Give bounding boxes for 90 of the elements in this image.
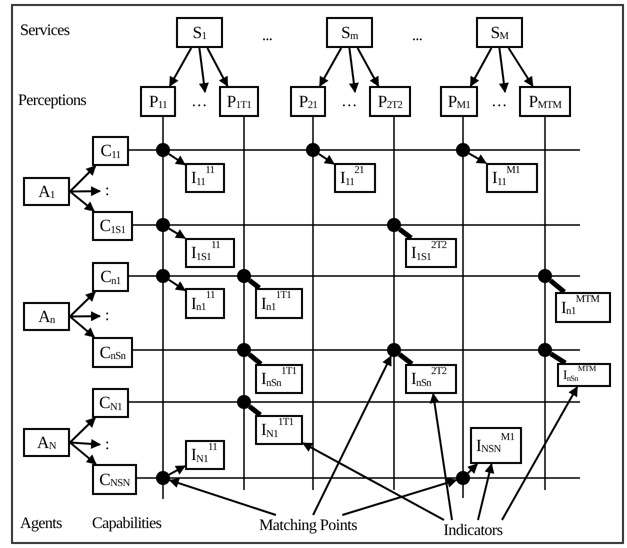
grid-line	[243, 117, 245, 490]
grid-line	[137, 477, 580, 479]
arrow	[508, 47, 534, 87]
arrow	[312, 355, 392, 516]
arrow	[69, 417, 96, 444]
capability-box: C$_{NSN}$	[92, 464, 137, 495]
matching-point-dot	[156, 471, 170, 485]
matching-point-dot	[306, 143, 320, 157]
perception-box: P$_{21}$	[290, 86, 326, 117]
arrow	[468, 152, 487, 164]
perception-box: P$_{M1}$	[440, 86, 478, 117]
arrow	[70, 186, 101, 196]
perception-box: P$_{11}$	[140, 86, 176, 117]
matching-point-dot	[156, 269, 170, 283]
matching-point-dot	[538, 343, 552, 357]
arrow	[206, 48, 228, 87]
capability-box: C$_{11}$	[92, 136, 129, 166]
agent-box: A$_{N}$	[23, 428, 70, 457]
perception-box: P$_{1T1}$	[219, 86, 259, 117]
agent-box: A$_{n}$	[23, 302, 70, 331]
arrow	[168, 278, 186, 292]
capability-box: C$_{1S1}$	[92, 211, 133, 241]
grid-line	[129, 149, 580, 151]
callout-text: Matching Points	[246, 515, 370, 536]
service-box: S$_{m}$	[326, 17, 373, 48]
grid-line	[133, 349, 580, 351]
service-box: S$_{M}$	[476, 17, 523, 48]
arrow	[70, 438, 101, 449]
arrow	[168, 228, 186, 239]
capability-box: C$_{nSn}$	[92, 337, 133, 368]
arrow	[69, 165, 96, 192]
arrow	[356, 48, 380, 87]
arrow	[168, 48, 192, 87]
arrow	[318, 153, 335, 165]
matching-point-dot	[156, 218, 170, 232]
arrow	[348, 48, 359, 93]
arrow	[430, 393, 453, 520]
arrow	[498, 48, 509, 93]
grid-line	[462, 117, 464, 498]
arrow	[198, 48, 209, 93]
arrow	[501, 386, 578, 520]
grid-line	[133, 224, 580, 226]
service-box: S$_{1}$	[176, 17, 223, 48]
perception-box: P$_{MTM}$	[519, 86, 571, 117]
arrow	[69, 442, 97, 465]
ellipsis-text: ...	[412, 27, 422, 45]
arrow	[302, 442, 444, 521]
grid-line	[393, 117, 395, 490]
arrow	[318, 48, 342, 87]
grid-line	[312, 117, 314, 490]
column-heading: Agents	[20, 515, 62, 533]
grid-line	[129, 401, 580, 403]
row-heading: Perceptions	[18, 92, 86, 110]
column-heading: Capabilities	[92, 515, 162, 533]
matching-point-dot	[237, 269, 251, 283]
agent-box: A$_{1}$	[23, 177, 70, 206]
arrow	[467, 463, 478, 474]
matching-point-dot	[237, 395, 251, 409]
capability-box: C$_{N1}$	[92, 388, 129, 418]
ellipsis-text: ...	[262, 27, 272, 45]
perception-box: P$_{2T2}$	[369, 86, 411, 117]
ellipsis-text: …	[338, 92, 360, 112]
arrow	[69, 316, 95, 338]
ellipsis-text: :	[100, 306, 114, 326]
arrow	[477, 463, 494, 520]
ellipsis-text: :	[100, 181, 114, 201]
matching-point-dot	[387, 343, 401, 357]
grid-line	[129, 275, 580, 277]
ellipsis-text: …	[488, 92, 510, 112]
arrow	[69, 190, 95, 212]
grid-line	[544, 117, 546, 490]
matching-point-dot	[538, 269, 552, 283]
arrow	[69, 291, 96, 318]
matching-point-dot	[456, 143, 470, 157]
callout-text: Indicators	[436, 520, 510, 541]
capability-box: C$_{n1}$	[92, 262, 129, 292]
arrow	[168, 478, 276, 516]
arrow	[342, 478, 458, 516]
matching-point-dot	[456, 471, 470, 485]
arrow	[168, 465, 186, 476]
arrow	[70, 311, 101, 322]
matching-point-dot	[387, 218, 401, 232]
matching-point-dot	[156, 143, 170, 157]
matching-point-dot	[237, 343, 251, 357]
arrow	[168, 153, 186, 166]
ellipsis-text: …	[188, 92, 210, 112]
row-heading: Services	[20, 22, 70, 40]
arrow	[470, 48, 492, 87]
ellipsis-text: :	[100, 435, 114, 455]
grid-line	[162, 117, 164, 499]
